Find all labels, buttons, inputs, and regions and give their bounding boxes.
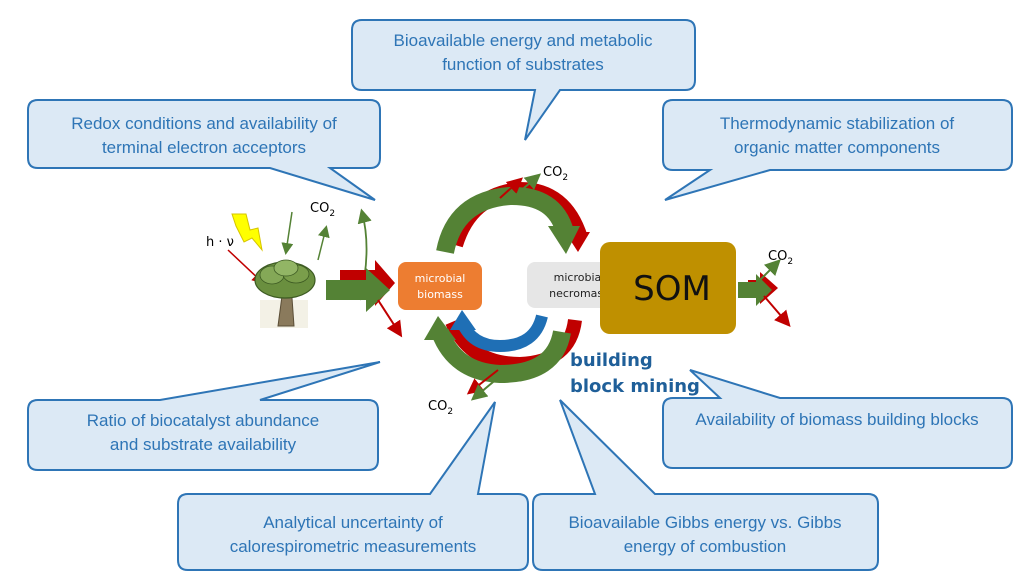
tree-icon — [254, 259, 316, 328]
co2-release-arrow — [317, 225, 330, 261]
callout-thermodynamic: Thermodynamic stabilization of organic m… — [662, 99, 1013, 201]
callout-bioavailable-energy-line1: Bioavailable energy and metabolic — [394, 31, 653, 50]
co2-top-label: CO2 — [543, 165, 568, 183]
som-label: SOM — [633, 269, 711, 309]
top-green-release-arrow — [509, 173, 542, 201]
lower-green-arc-head — [424, 316, 456, 340]
co2-uptake-arrow — [281, 211, 294, 255]
callout-ratio-line2: and substrate availability — [110, 435, 297, 454]
callout-bioavailable-energy: Bioavailable energy and metabolic functi… — [351, 19, 696, 141]
biomass-label-line1: microbial — [415, 272, 466, 285]
callout-calorespirometric: Analytical uncertainty of calorespiromet… — [177, 401, 529, 571]
node-som: SOM — [600, 242, 736, 334]
som-loss-arrow — [763, 295, 791, 328]
callout-bioavailable-energy-line2: function of substrates — [442, 55, 604, 74]
necromass-label-line1: microbial — [554, 271, 605, 284]
callout-building-blocks-line1: Availability of biomass building blocks — [695, 410, 978, 429]
mining-label-line1: building — [570, 350, 653, 371]
callout-gibbs-line2: energy of combustion — [624, 537, 787, 556]
biomass-label-line2: biomass — [417, 288, 463, 301]
callout-calorespirometric-line2: calorespirometric measurements — [230, 537, 477, 556]
upper-green-arc — [436, 187, 574, 255]
callout-redox-line1: Redox conditions and availability of — [71, 114, 337, 133]
node-microbial-biomass: microbial biomass — [398, 262, 482, 310]
lightning-icon — [231, 213, 263, 252]
callout-gibbs: Bioavailable Gibbs energy vs. Gibbs ener… — [532, 399, 879, 571]
som-output-green-arrow — [738, 274, 772, 306]
callout-building-blocks: Availability of biomass building blocks — [662, 369, 1013, 469]
som-co2-arrow — [757, 259, 781, 283]
callout-calorespirometric-line1: Analytical uncertainty of — [263, 513, 443, 532]
necromass-label-line2: necromass — [549, 287, 609, 300]
callout-ratio: Ratio of biocatalyst abundance and subst… — [27, 361, 381, 471]
lower-green-arc — [431, 328, 571, 384]
callout-redox: Redox conditions and availability of ter… — [27, 99, 381, 201]
blue-mining-arc-head — [450, 310, 476, 330]
co2-bottom-label: CO2 — [428, 399, 453, 417]
callout-thermodynamic-line2: organic matter components — [734, 138, 940, 157]
co2-som-label: CO2 — [768, 249, 793, 267]
light-label: h · ν — [206, 235, 234, 250]
callout-thermodynamic-line1: Thermodynamic stabilization of — [720, 114, 955, 133]
mining-label-line2: block mining — [570, 376, 700, 397]
blue-mining-arc — [456, 314, 548, 353]
input-green-arrow — [326, 268, 390, 312]
upper-green-arc-head — [548, 226, 580, 254]
input-loss-arrow — [377, 299, 403, 338]
callout-ratio-line1: Ratio of biocatalyst abundance — [87, 411, 320, 430]
co2-plant-label: CO2 — [310, 201, 335, 219]
callout-redox-line2: terminal electron acceptors — [102, 138, 306, 157]
callout-gibbs-line1: Bioavailable Gibbs energy vs. Gibbs — [568, 513, 841, 532]
top-red-release-arrow — [499, 177, 523, 199]
bottom-green-release-arrow — [470, 371, 506, 401]
